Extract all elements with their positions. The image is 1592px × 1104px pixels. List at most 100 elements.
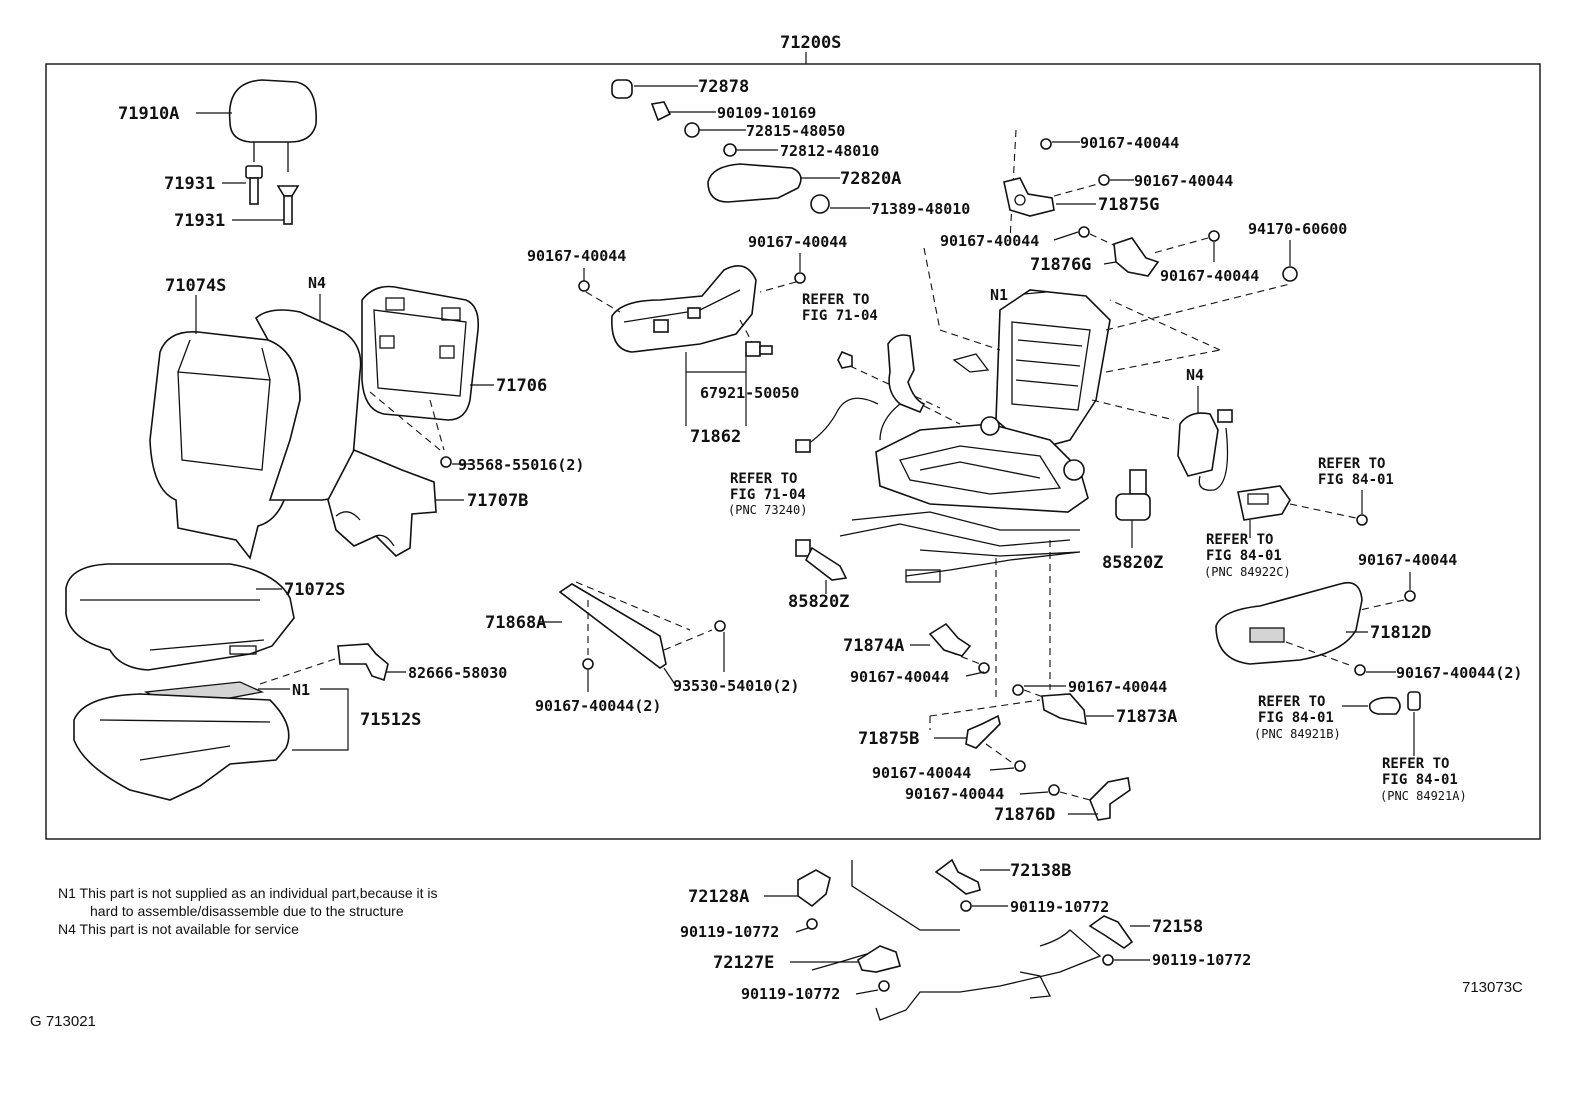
cover-71876G-part (1113, 237, 1160, 277)
pnc-84922C: (PNC 84922C) (1204, 565, 1291, 579)
label-85820Z-left: 85820Z (788, 592, 849, 612)
motor-85820Z-right-part (1115, 469, 1151, 521)
pnc-84921B: (PNC 84921B) (1254, 727, 1341, 741)
bolt-90119-b (960, 900, 972, 912)
label-90167-40044-b: 90167-40044 (748, 233, 847, 251)
screw-g (1356, 514, 1368, 526)
headrest-part (228, 79, 317, 172)
buckle-harness-part (795, 334, 926, 453)
screw-h (1404, 590, 1416, 602)
seatback-board-part (361, 285, 480, 421)
label-90167-40044-k: 90167-40044 (1068, 678, 1167, 696)
label-72127E: 72127E (713, 953, 774, 973)
label-90167-40044-j: 90167-40044 (850, 668, 949, 686)
label-90167-40044-f: 90167-40044 (1160, 267, 1259, 285)
label-90167-40044-2-left: 90167-40044(2) (535, 697, 661, 715)
label-71706: 71706 (496, 376, 547, 396)
label-N4-airbag: N4 (1186, 366, 1204, 384)
bolt-90119-c (1102, 954, 1114, 966)
bracket-72138B-part (934, 858, 981, 895)
label-90119-10772-a: 90119-10772 (680, 923, 779, 941)
bracket-71874A-part (928, 622, 972, 657)
refer-84-01-b-line2: FIG 84-01 (1206, 548, 1282, 564)
screw-o (1048, 784, 1060, 796)
label-71873A: 71873A (1116, 707, 1177, 727)
label-90167-40044-a: 90167-40044 (527, 247, 626, 265)
refer-71-04-upper-line1: REFER TO (802, 292, 869, 308)
label-72138B: 72138B (1010, 861, 1071, 881)
label-90167-40044-c: 90167-40044 (1080, 134, 1179, 152)
note-N1-line1: N1 This part is not supplied as an indiv… (58, 885, 438, 901)
refer-84-01-d-line2: FIG 84-01 (1382, 772, 1458, 788)
label-71812D: 71812D (1370, 623, 1431, 643)
screw-n (1014, 760, 1026, 772)
seatback-cover-part (149, 331, 301, 560)
assembly-label: 71200S (780, 33, 841, 53)
label-72158: 72158 (1152, 917, 1203, 937)
back-board-part (327, 448, 437, 557)
label-71875B: 71875B (858, 729, 919, 749)
label-72812-48010: 72812-48010 (780, 142, 879, 160)
seat-frame-part (839, 289, 1111, 583)
seat-cushion-cover-part (65, 563, 295, 671)
refer-71-04-lower-line1: REFER TO (730, 471, 797, 487)
label-N4-pad: N4 (308, 274, 326, 292)
label-67921-50050: 67921-50050 (700, 384, 799, 402)
switch-84922C-part (1237, 485, 1291, 521)
label-71868A: 71868A (485, 613, 546, 633)
pnc-73240: (PNC 73240) (728, 503, 807, 517)
label-71707B: 71707B (467, 491, 528, 511)
label-85820Z-right: 85820Z (1102, 553, 1163, 573)
label-N1-pad: N1 (292, 681, 310, 699)
label-90119-10772-c: 90119-10772 (1152, 951, 1251, 969)
screw-93568 (440, 456, 452, 468)
refer-84-01-a-line2: FIG 84-01 (1318, 472, 1394, 488)
label-71072S: 71072S (284, 580, 345, 600)
label-93530-54010: 93530-54010(2) (673, 677, 799, 695)
figure-code: 713073C (1462, 979, 1523, 996)
knob-84921B (1368, 696, 1401, 715)
bolt-90119-a (806, 918, 818, 930)
label-72128A: 72128A (688, 887, 749, 907)
headrest-guide-part (245, 165, 300, 225)
label-90167-40044-g: 90167-40044 (1358, 551, 1457, 569)
screw-b (794, 272, 806, 284)
label-71512S: 71512S (360, 710, 421, 730)
refer-84-01-c-line1: REFER TO (1258, 694, 1325, 710)
pnc-84921A: (PNC 84921A) (1380, 789, 1467, 803)
side-shield-inner-part (611, 264, 757, 353)
label-90119-10772-d: 90119-10772 (741, 985, 840, 1003)
cover-71875B-part (965, 714, 1001, 749)
label-N1-frame: N1 (990, 286, 1008, 304)
label-90167-40044-m: 90167-40044 (905, 785, 1004, 803)
refer-84-01-d-line1: REFER TO (1382, 756, 1449, 772)
nut-part (837, 350, 853, 369)
seat-cushion-pad-part (73, 681, 290, 801)
cover-71876D-part (1089, 777, 1131, 821)
label-72878: 72878 (698, 77, 749, 97)
label-71931-upper: 71931 (164, 174, 215, 194)
label-90167-40044-e: 90167-40044 (940, 232, 1039, 250)
refer-71-04-lower-line2: FIG 71-04 (730, 487, 806, 503)
label-71862: 71862 (690, 427, 741, 447)
assembly-frame (45, 63, 1541, 840)
screw-c (1040, 138, 1052, 150)
screw-d (1098, 174, 1110, 186)
refer-84-01-c-line2: FIG 84-01 (1258, 710, 1334, 726)
screw-e (1078, 226, 1090, 238)
label-94170-60600: 94170-60600 (1248, 220, 1347, 238)
label-71931-lower: 71931 (174, 211, 225, 231)
label-72815-48050: 72815-48050 (746, 122, 845, 140)
label-71876D: 71876D (994, 805, 1055, 825)
screw-k (582, 658, 594, 670)
screw-a (578, 280, 590, 292)
label-71910A: 71910A (118, 104, 179, 124)
label-90167-40044-2-right: 90167-40044(2) (1396, 664, 1522, 682)
label-72820A: 72820A (840, 169, 901, 189)
bracket-71873A-part (1041, 693, 1087, 726)
label-71876G: 71876G (1030, 255, 1091, 275)
label-71874A: 71874A (843, 636, 904, 656)
label-82666-58030: 82666-58030 (408, 664, 507, 682)
